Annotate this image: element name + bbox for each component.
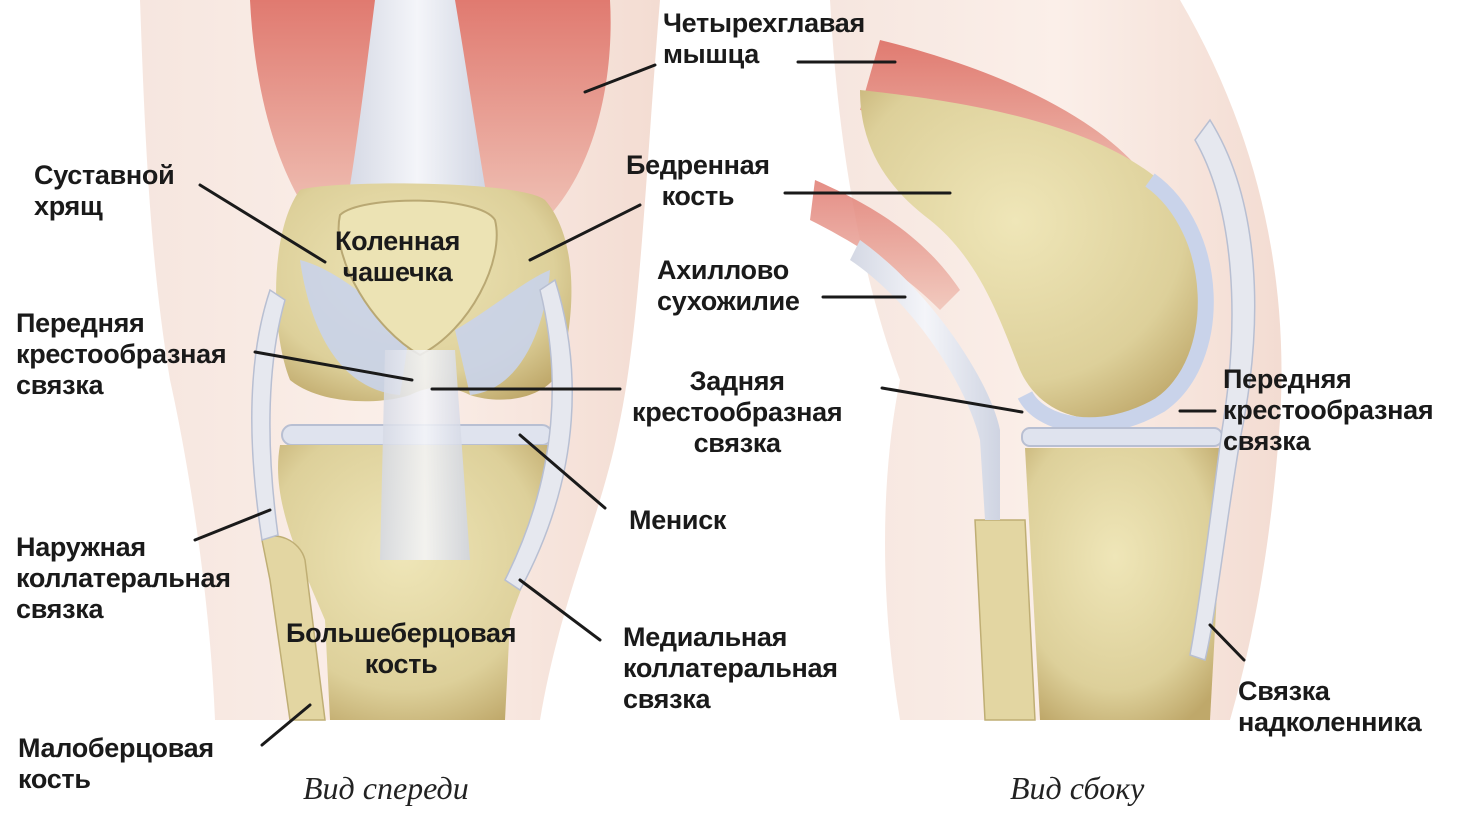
label-medial-collateral: Медиальная коллатеральная связка xyxy=(623,622,838,715)
side-view-drawing xyxy=(810,0,1282,720)
label-meniscus: Мениск xyxy=(629,505,726,536)
label-patellar-ligament: Связка надколенника xyxy=(1238,676,1421,738)
label-tibia: Большеберцовая кость xyxy=(286,618,516,680)
label-patella: Коленная чашечка xyxy=(335,226,460,288)
caption-front-view: Вид спереди xyxy=(303,770,469,807)
label-fibula: Малоберцовая кость xyxy=(18,733,214,795)
side-tibia xyxy=(1025,448,1225,720)
caption-side-view: Вид сбоку xyxy=(1010,770,1144,807)
label-femur: Бедренная кость xyxy=(626,150,770,212)
label-articular-cartilage: Суставной хрящ xyxy=(34,160,174,222)
front-patellar-ligament xyxy=(380,350,470,560)
label-acl-front: Передняя крестообразная связка xyxy=(16,308,226,401)
side-fibula xyxy=(975,520,1035,720)
label-pcl: Задняя крестообразная связка xyxy=(632,366,842,459)
side-meniscus xyxy=(1022,428,1222,446)
label-acl-side: Передняя крестообразная связка xyxy=(1223,364,1433,457)
label-quadriceps: Четырехглавая мышца xyxy=(663,8,865,70)
label-lateral-collateral: Наружная коллатеральная связка xyxy=(16,532,231,625)
label-achilles: Ахиллово сухожилие xyxy=(657,255,800,317)
